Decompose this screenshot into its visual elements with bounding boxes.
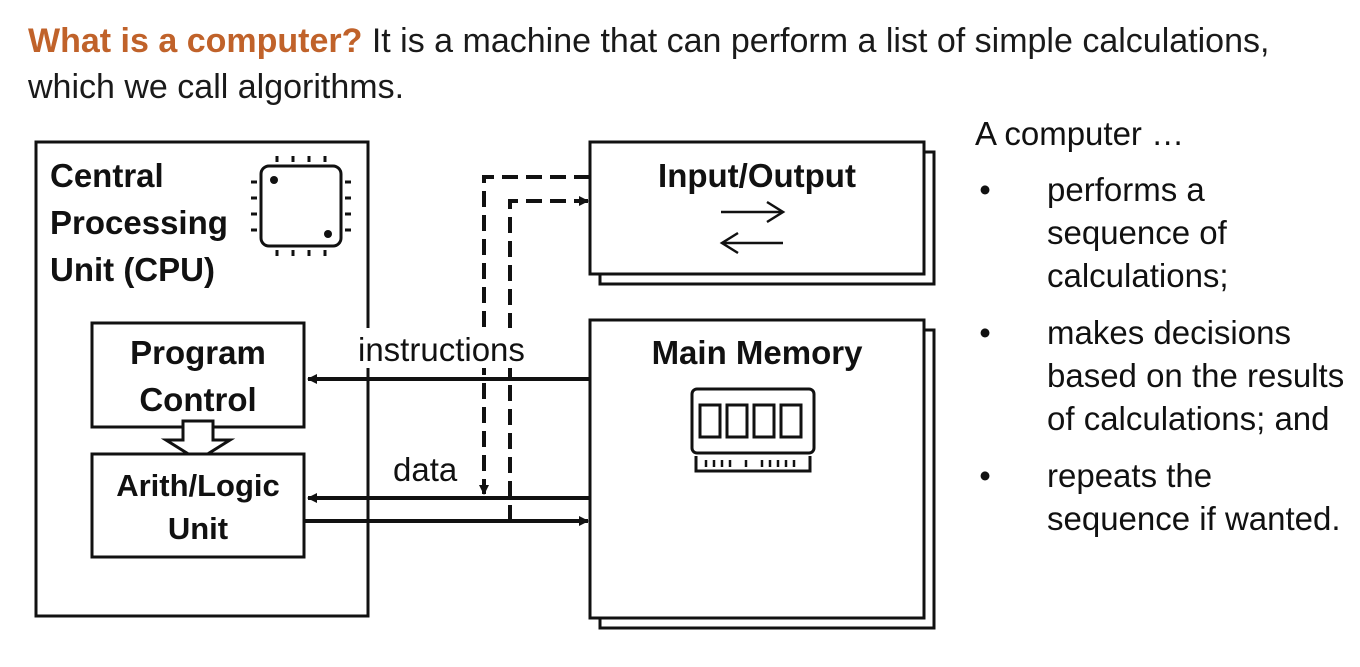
memory-title: Main Memory	[652, 334, 864, 371]
list-item-text: performs a sequence of calculations;	[1047, 171, 1229, 294]
control-to-alu-arrow	[160, 419, 236, 462]
alu-line-1: Arith/Logic	[116, 468, 280, 503]
headline-question: What is a computer?	[28, 22, 363, 60]
headline-answer: It is a machine that can perform a list …	[28, 22, 1270, 106]
list-item: • performs a sequence of calculations;	[975, 168, 1355, 297]
alu-line-2: Unit	[168, 511, 228, 546]
feature-list: • performs a sequence of calculations; • m…	[975, 168, 1355, 540]
list-item-text: repeats the sequence if wanted.	[1047, 457, 1341, 537]
bullet-mark: •	[979, 314, 991, 351]
instructions-label-bg	[354, 328, 560, 368]
headline: What is a computer? It is a machine that…	[28, 18, 1328, 110]
cpu-title-line-1: Central	[50, 157, 164, 194]
cpu-chip-icon	[251, 156, 351, 256]
cpu-to-io-dashed-arrow	[508, 196, 589, 521]
list-item-text: makes decisions based on the results of …	[1047, 314, 1345, 437]
memory-box	[588, 318, 926, 620]
program-control-line-1: Program	[130, 334, 266, 371]
side-intro: A computer …	[975, 115, 1185, 152]
bullet-mark: •	[979, 457, 991, 494]
data-label: data	[393, 451, 458, 488]
io-to-cpu-dashed-arrow	[479, 175, 590, 495]
cpu-title-line-2: Processing	[50, 204, 228, 241]
cpu-title-line-3: Unit (CPU)	[50, 251, 215, 288]
program-control-line-2: Control	[139, 381, 256, 418]
side-panel: A computer … • performs a sequence of cal…	[975, 112, 1355, 554]
list-item: • makes decisions based on the results of…	[975, 311, 1355, 440]
io-title: Input/Output	[658, 157, 856, 194]
alu-box	[90, 452, 306, 559]
ram-module-icon	[690, 387, 816, 473]
two-way-arrows-icon	[719, 200, 786, 255]
io-box	[588, 140, 926, 276]
computer-architecture-diagram: Central Processing Unit (CPU) Program Co…	[34, 140, 936, 630]
instructions-label: instructions	[358, 331, 525, 368]
program-control-box	[90, 321, 306, 429]
list-item: • repeats the sequence if wanted.	[975, 454, 1355, 540]
bullet-mark: •	[979, 171, 991, 208]
